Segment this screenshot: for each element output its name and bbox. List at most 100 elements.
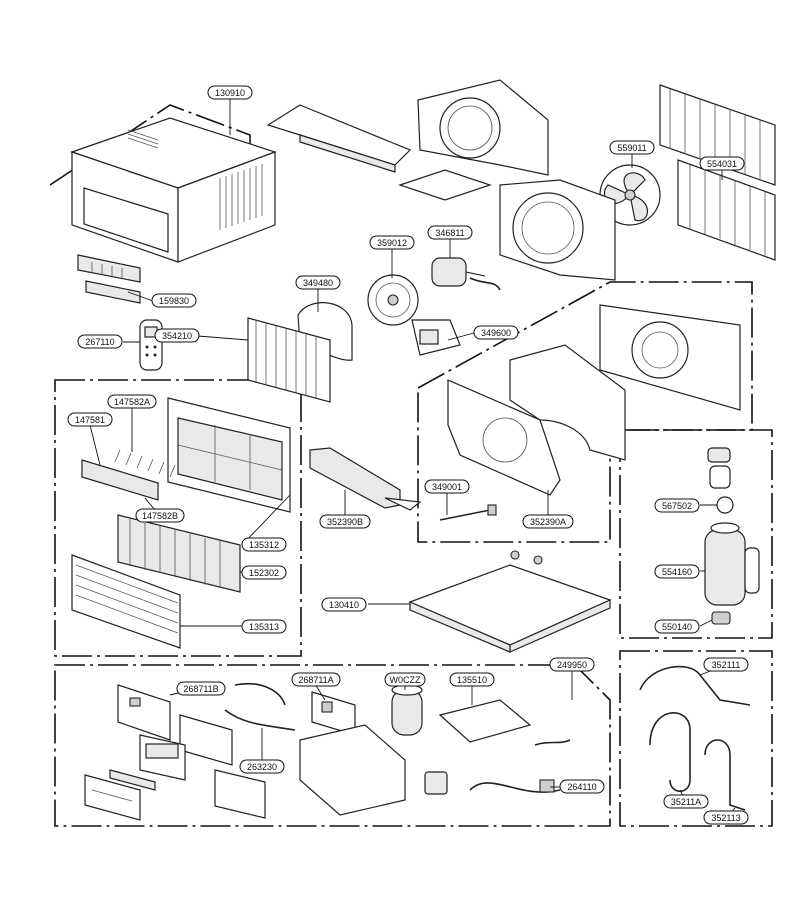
capillary-tube (704, 739, 746, 811)
frame-front-panel (54, 379, 302, 657)
svg-text:268711B: 268711B (183, 684, 218, 694)
control-panel-label (84, 774, 141, 821)
button-bar (109, 769, 156, 791)
svg-text:359012: 359012 (377, 238, 407, 248)
label-147581: 147581 (67, 412, 113, 427)
label-352113: 352113 (703, 810, 749, 825)
wire-harness-b (224, 709, 296, 731)
svg-text:352113: 352113 (711, 813, 740, 823)
label-135510: 135510 (449, 672, 495, 687)
label-263230: 263230 (239, 759, 285, 774)
svg-text:152302: 152302 (249, 568, 279, 578)
evaporator-coil (247, 317, 331, 403)
vent-grille-parts (77, 254, 141, 304)
condenser-coil (659, 84, 776, 261)
label-264110: 264110 (559, 779, 605, 794)
svg-text:249950: 249950 (557, 660, 587, 670)
svg-text:352390A: 352390A (530, 517, 566, 527)
svg-text:135313: 135313 (249, 622, 279, 632)
label-352390B: 352390B (319, 514, 371, 529)
label-135313: 135313 (241, 619, 287, 634)
base-pan (408, 550, 612, 653)
capacitor-clamp (707, 447, 731, 489)
remote-control (139, 319, 163, 371)
frame-electrical (54, 664, 611, 827)
label-559011: 559011 (609, 140, 655, 155)
svg-text:349001: 349001 (432, 482, 462, 492)
base-frame-inner (447, 379, 561, 496)
label-352111: 352111 (703, 657, 749, 672)
label-352390A: 352390A (522, 514, 574, 529)
wire-lead (534, 739, 571, 746)
display-pcb (179, 714, 233, 766)
label-135312: 135312 (241, 537, 287, 552)
support-rail (309, 447, 422, 511)
label-268711B: 268711B (176, 681, 226, 696)
discharge-tube (639, 665, 751, 706)
label-130910: 130910 (207, 85, 253, 100)
run-capacitor (391, 684, 423, 736)
svg-text:35211A: 35211A (671, 797, 701, 807)
svg-text:352390B: 352390B (327, 517, 363, 527)
frame-tubing (619, 650, 773, 827)
electrical-cover (438, 699, 532, 743)
svg-text:267110: 267110 (85, 337, 114, 347)
label-152302: 152302 (241, 565, 287, 580)
part-labels: 130910 159830 267110 349480 359012 34681… (67, 85, 749, 825)
blower-wheel (367, 274, 419, 326)
label-268711A: 268711A (291, 672, 341, 687)
label-130410: 130410 (321, 597, 367, 612)
label-W0CZZ: W0CZZ (384, 672, 426, 687)
label-359012: 359012 (369, 235, 415, 250)
front-grille (71, 554, 181, 649)
thermistor-rod (439, 504, 497, 521)
svg-text:147581: 147581 (75, 415, 105, 425)
louver-set (114, 449, 176, 478)
section-frames (49, 104, 773, 827)
svg-text:349480: 349480 (303, 278, 333, 288)
label-159830: 159830 (151, 293, 197, 308)
sub-pcb (214, 769, 266, 819)
label-349600: 349600 (473, 325, 519, 340)
svg-text:554160: 554160 (662, 567, 692, 577)
display-unit (139, 734, 186, 781)
control-box (299, 724, 406, 816)
label-550140: 550140 (654, 619, 700, 634)
svg-text:349600: 349600 (481, 328, 511, 338)
svg-text:567502: 567502 (662, 501, 692, 511)
cabinet-case (70, 117, 277, 263)
svg-text:130910: 130910 (215, 88, 245, 98)
wire-harness-a (234, 683, 286, 706)
svg-text:135510: 135510 (457, 675, 487, 685)
small-capacitor (424, 771, 448, 795)
svg-text:559011: 559011 (617, 143, 646, 153)
svg-text:147582B: 147582B (142, 511, 178, 521)
orifice-bracket (398, 79, 549, 201)
svg-text:550140: 550140 (662, 622, 692, 632)
svg-text:554031: 554031 (707, 159, 737, 169)
label-554031: 554031 (699, 156, 745, 171)
fan-motor (431, 257, 501, 291)
label-147582B: 147582B (135, 508, 185, 523)
air-guide-strip (266, 104, 412, 173)
svg-text:354210: 354210 (162, 331, 192, 341)
svg-text:352111: 352111 (712, 660, 741, 670)
label-35211A: 35211A (663, 794, 709, 809)
svg-text:130410: 130410 (329, 600, 359, 610)
frame-compressor (619, 429, 773, 639)
label-349001: 349001 (424, 479, 470, 494)
svg-text:268711A: 268711A (298, 675, 333, 685)
svg-text:147582A: 147582A (114, 397, 150, 407)
suction-tube (649, 712, 691, 793)
label-349480: 349480 (295, 275, 341, 290)
label-346811: 346811 (427, 225, 473, 240)
fan-shroud (499, 179, 616, 281)
label-567502: 567502 (654, 498, 700, 513)
air-filter (117, 514, 241, 593)
label-147582A: 147582A (107, 394, 157, 409)
svg-text:263230: 263230 (247, 762, 277, 772)
label-554160: 554160 (654, 564, 700, 579)
compressor (704, 522, 760, 606)
